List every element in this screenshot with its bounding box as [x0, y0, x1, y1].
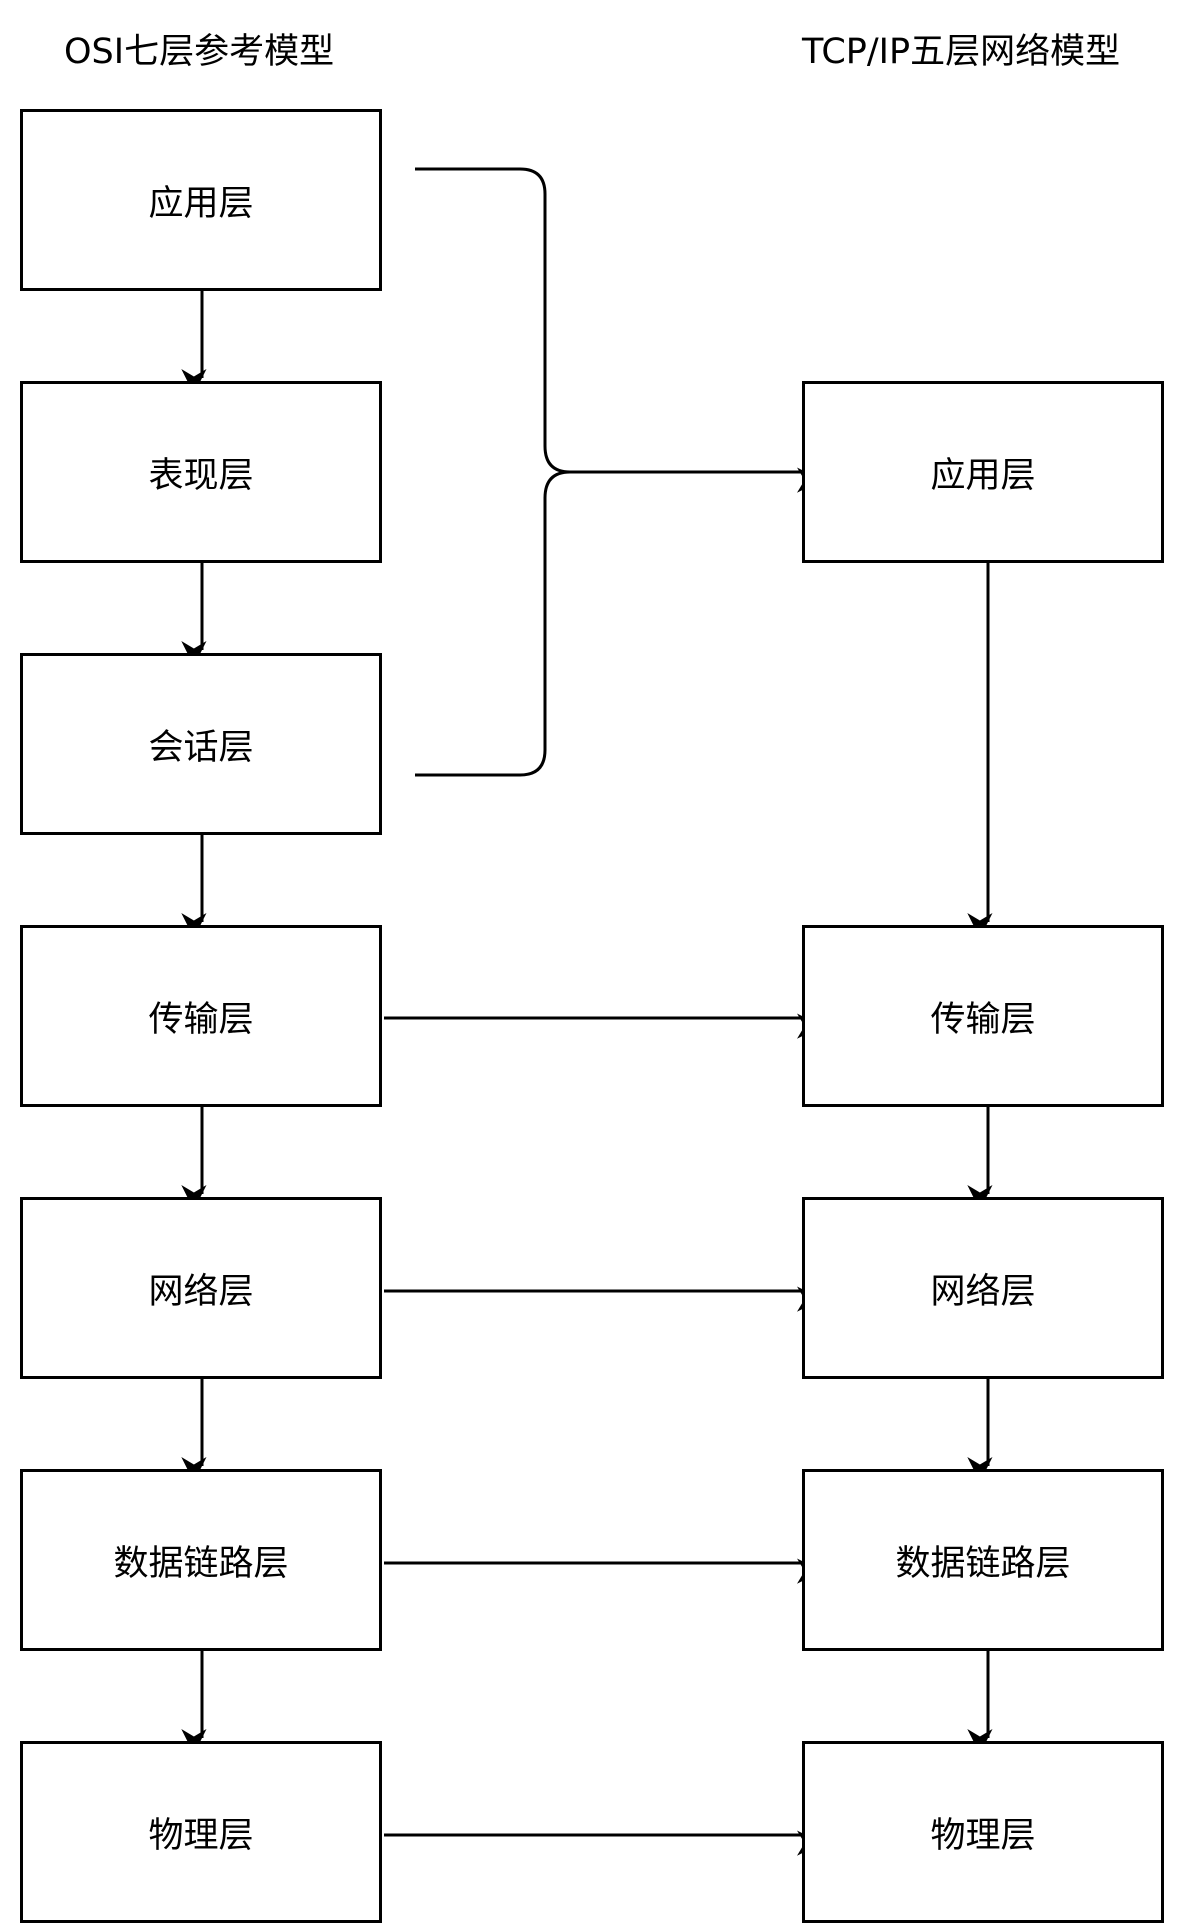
osi-layer-session: 会话层: [20, 653, 382, 835]
tcpip-layer-datalink: 数据链路层: [802, 1469, 1164, 1651]
tcpip-layer-transport: 传输层: [802, 925, 1164, 1107]
osi-layer-network: 网络层: [20, 1197, 382, 1379]
brace-upper-layers: [415, 167, 650, 777]
tcpip-layer-network: 网络层: [802, 1197, 1164, 1379]
osi-model-title: OSI七层参考模型: [64, 32, 335, 72]
osi-layer-transport: 传输层: [20, 925, 382, 1107]
osi-layer-presentation: 表现层: [20, 381, 382, 563]
osi-layer-datalink: 数据链路层: [20, 1469, 382, 1651]
tcpip-model-title: TCP/IP五层网络模型: [802, 32, 1121, 72]
osi-layer-application: 应用层: [20, 109, 382, 291]
tcpip-layer-application: 应用层: [802, 381, 1164, 563]
osi-layer-physical: 物理层: [20, 1741, 382, 1923]
tcpip-layer-physical: 物理层: [802, 1741, 1164, 1923]
